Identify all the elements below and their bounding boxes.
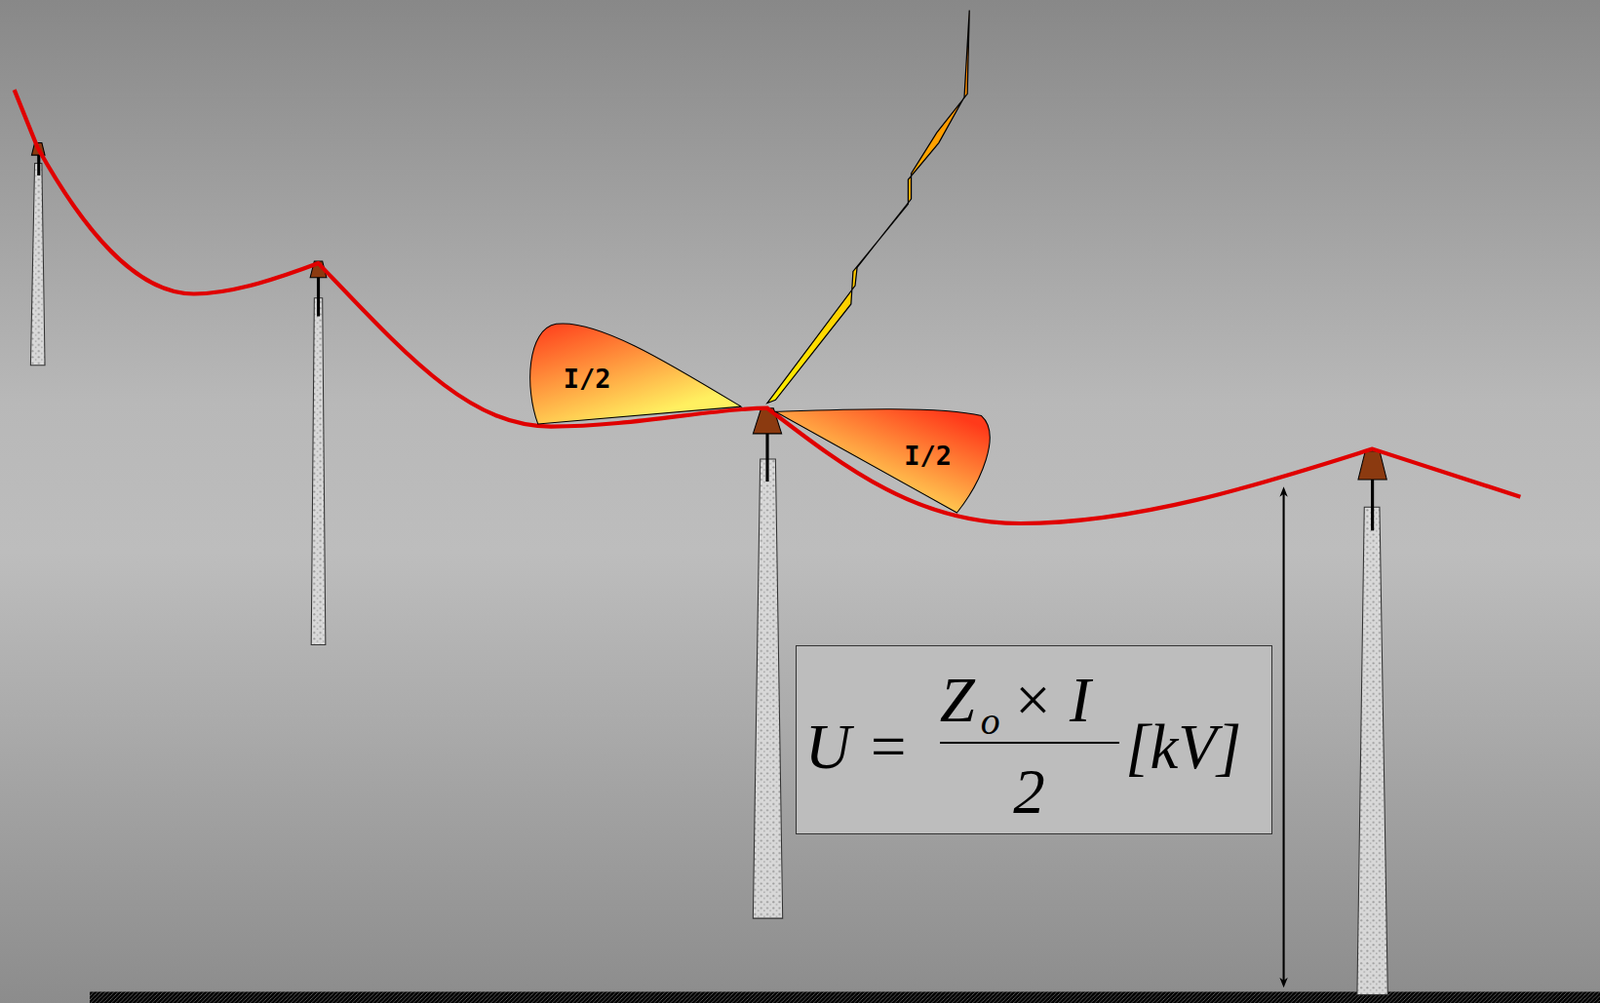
surge-lobe: I/2 [771,404,1003,519]
lobe-shape [522,316,745,430]
lobe-shape [771,404,1003,519]
formula-text: Z [939,668,976,733]
fraction-bar [939,741,1120,744]
surge-lobe: I/2 [522,316,745,430]
current-label: I/2 [903,442,952,469]
formula-box: U = Zo× I 2 [kV] [795,645,1273,836]
formula-text: 2 [1013,760,1045,824]
subscript: o [980,702,1001,742]
formula-text: [kV] [1125,715,1242,780]
formula-text: × I [1011,668,1092,733]
current-label: I/2 [563,365,612,392]
formula-text: U = [805,715,910,780]
